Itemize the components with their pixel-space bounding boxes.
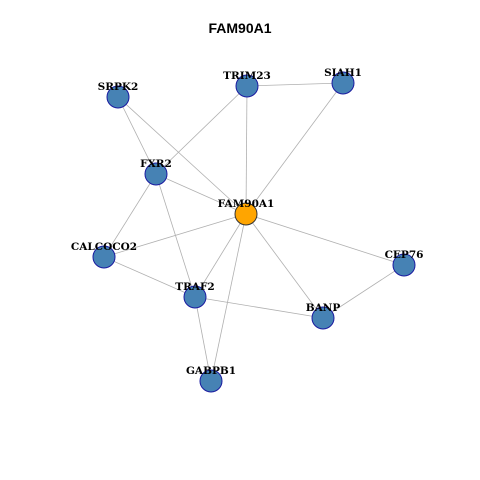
edge-traf2-gabpb1 bbox=[194, 296, 212, 382]
node-label-fxr2: FXR2 bbox=[140, 158, 172, 170]
node-label-calcoco2: CALCOCO2 bbox=[71, 241, 137, 253]
edge-fam90a1-srpk2 bbox=[117, 96, 247, 215]
node-traf2[interactable]: TRAF2 bbox=[175, 281, 215, 309]
node-fam90a1[interactable]: FAM90A1 bbox=[218, 198, 275, 226]
edge-traf2-banp bbox=[194, 296, 324, 319]
node-circle-gabpb1[interactable] bbox=[199, 369, 223, 393]
edge-fam90a1-trim23 bbox=[245, 85, 248, 215]
node-label-traf2: TRAF2 bbox=[175, 281, 214, 293]
node-cep76[interactable]: CEP76 bbox=[385, 249, 424, 277]
node-label-fam90a1: FAM90A1 bbox=[218, 198, 275, 210]
node-siah1[interactable]: SIAH1 bbox=[324, 67, 362, 95]
node-circle-traf2[interactable] bbox=[183, 285, 207, 309]
node-circle-fam90a1[interactable] bbox=[234, 202, 258, 226]
node-circle-trim23[interactable] bbox=[235, 74, 259, 98]
node-label-srpk2: SRPK2 bbox=[98, 81, 139, 93]
node-banp[interactable]: BANP bbox=[306, 302, 341, 330]
edge-fam90a1-banp bbox=[245, 213, 324, 319]
edge-fam90a1-siah1 bbox=[245, 82, 344, 215]
chart-title: FAM90A1 bbox=[208, 20, 272, 36]
edge-fam90a1-fxr2 bbox=[155, 173, 247, 215]
edge-fam90a1-cep76 bbox=[245, 213, 405, 266]
node-label-banp: BANP bbox=[306, 302, 341, 314]
edge-fam90a1-traf2 bbox=[194, 213, 247, 298]
edge-fam90a1-calcoco2 bbox=[103, 213, 247, 258]
node-circle-banp[interactable] bbox=[311, 306, 335, 330]
node-trim23[interactable]: TRIM23 bbox=[223, 70, 271, 98]
edges-layer bbox=[103, 82, 405, 382]
node-label-cep76: CEP76 bbox=[385, 249, 424, 261]
node-circle-siah1[interactable] bbox=[331, 71, 355, 95]
node-circle-cep76[interactable] bbox=[392, 253, 416, 277]
edge-fxr2-traf2 bbox=[155, 173, 196, 298]
node-circle-fxr2[interactable] bbox=[144, 162, 168, 186]
edge-fam90a1-gabpb1 bbox=[210, 213, 247, 382]
node-circle-calcoco2[interactable] bbox=[92, 245, 116, 269]
edge-fxr2-calcoco2 bbox=[103, 173, 157, 258]
node-label-siah1: SIAH1 bbox=[324, 67, 362, 79]
node-gabpb1[interactable]: GABPB1 bbox=[186, 365, 236, 393]
edge-calcoco2-traf2 bbox=[103, 256, 196, 298]
node-calcoco2[interactable]: CALCOCO2 bbox=[71, 241, 137, 269]
node-label-gabpb1: GABPB1 bbox=[186, 365, 236, 377]
edge-trim23-fxr2 bbox=[155, 85, 248, 175]
edge-srpk2-fxr2 bbox=[117, 96, 157, 175]
edge-trim23-siah1 bbox=[246, 82, 344, 87]
node-label-trim23: TRIM23 bbox=[223, 70, 271, 82]
node-srpk2[interactable]: SRPK2 bbox=[98, 81, 139, 109]
node-fxr2[interactable]: FXR2 bbox=[140, 158, 172, 186]
edge-cep76-banp bbox=[322, 264, 405, 319]
node-circle-srpk2[interactable] bbox=[106, 85, 130, 109]
nodes-layer: FAM90A1 TRIM23 SIAH1SRPK2FXR2CALCOCO2CEP76… bbox=[71, 67, 424, 393]
